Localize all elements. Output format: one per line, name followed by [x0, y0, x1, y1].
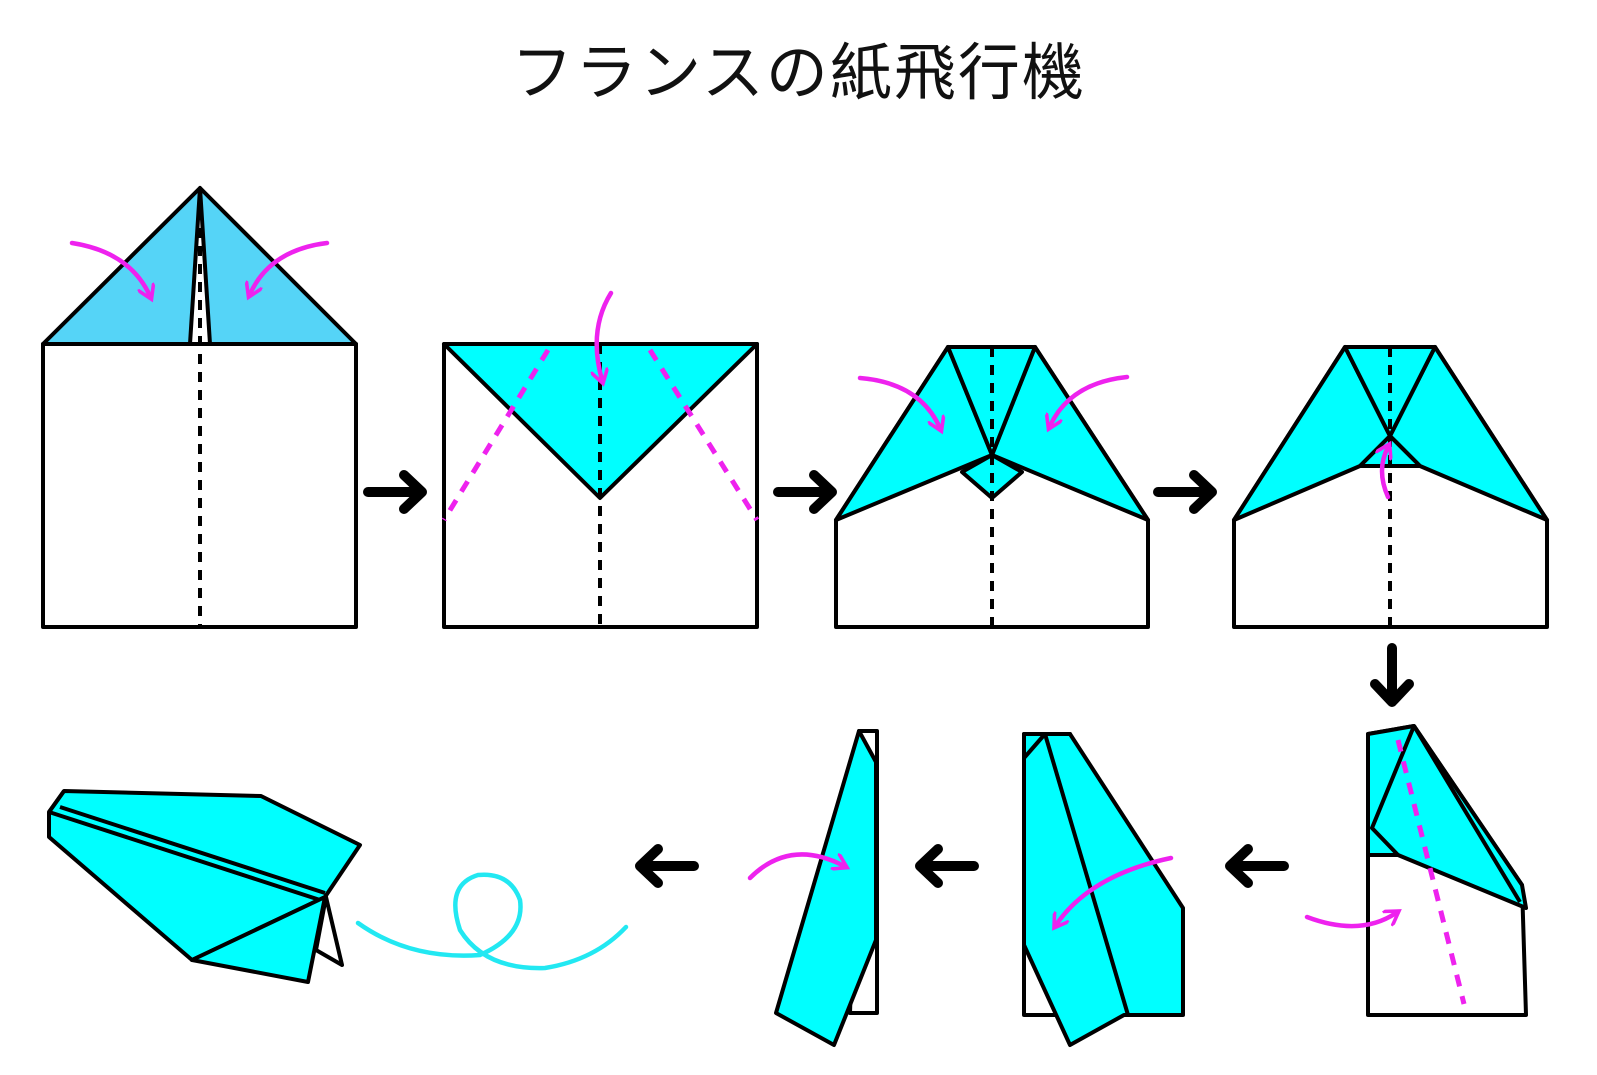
step-6-edge-2	[1022, 732, 1047, 760]
fold-arrow-icon	[747, 852, 844, 881]
plane-wing-edge	[47, 789, 66, 814]
step-6	[1022, 732, 1185, 1047]
step-6-edge-1	[1043, 733, 1130, 1016]
plane-fold-line-1	[48, 810, 321, 902]
step-1-left-flap	[41, 186, 202, 346]
fold-arrow-icon	[1304, 913, 1396, 929]
fold-arrow-icon	[69, 240, 150, 296]
next-step-arrow-icon	[363, 470, 427, 514]
step-5-edge-line	[1412, 724, 1522, 904]
step-1	[41, 186, 358, 629]
step-7	[747, 729, 879, 1047]
next-step-arrow-icon	[915, 844, 979, 888]
next-step-arrow-icon	[773, 470, 837, 514]
fold-arrow-icon	[1382, 447, 1388, 500]
step-2-right-fold-line	[647, 348, 760, 522]
flight-path-icon	[355, 872, 629, 971]
next-step-arrow-icon	[635, 844, 699, 888]
fold-arrow-icon	[1050, 374, 1130, 426]
plane-fold-line-2	[59, 805, 326, 895]
step-3	[834, 345, 1150, 629]
finished-plane	[47, 789, 629, 984]
page-title: フランスの紙飛行機	[511, 36, 1086, 109]
step-5-fold-edge	[1370, 725, 1416, 857]
step-2-left-fold-line	[441, 348, 551, 522]
step-4	[1232, 345, 1549, 629]
step-7-front-panel	[774, 729, 878, 1047]
step-5	[1304, 724, 1528, 1017]
plane-tail	[314, 895, 344, 967]
fold-arrow-icon	[250, 240, 330, 294]
step-1-right-flap	[198, 186, 358, 346]
step-2	[441, 290, 760, 629]
next-step-arrow-icon	[1153, 470, 1217, 514]
step-5-fold-line	[1395, 739, 1467, 1005]
fold-arrow-icon	[597, 290, 614, 380]
step-6-body	[1022, 732, 1185, 1047]
next-step-arrow-icon	[1370, 643, 1414, 707]
fold-arrow-icon	[1056, 855, 1174, 925]
next-step-arrow-icon	[1225, 844, 1289, 888]
fold-arrow-icon	[857, 375, 940, 428]
